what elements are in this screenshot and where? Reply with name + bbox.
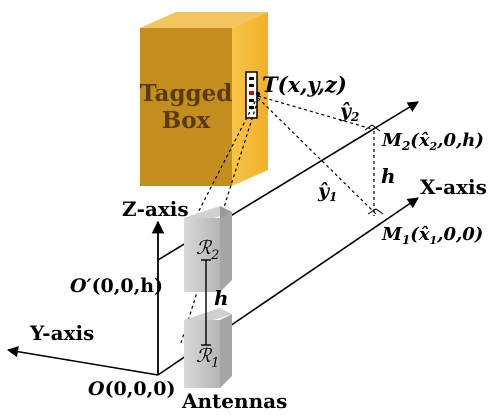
y1-hat-label: ŷ1 (317, 180, 337, 204)
right-angle-m1 (367, 208, 384, 215)
z-axis-label: Z-axis (122, 197, 189, 221)
antenna-r2 (184, 206, 232, 292)
y-axis-label: Y-axis (29, 321, 94, 345)
h-mid-label: h (214, 286, 229, 310)
box-label-line2: Box (162, 107, 211, 134)
box-label-line1: Tagged (140, 80, 233, 107)
right-angle-m2 (364, 124, 381, 132)
box-left-face (140, 28, 232, 186)
m2-label: M2(x̂2,0,h) (381, 130, 484, 153)
y2-hat-label: ŷ2 (339, 100, 359, 124)
tagged-box: Tagged Box (140, 12, 268, 186)
h-right-label: h (381, 164, 396, 188)
antenna-r1 (184, 308, 232, 388)
o-prime-label: O′(0,0,h) (70, 275, 163, 297)
antennas-label: Antennas (181, 389, 287, 413)
box-top-face (140, 12, 268, 28)
tag-point-label: T(x,y,z) (262, 72, 347, 97)
origin-label: O(0,0,0) (88, 378, 175, 400)
antenna-r2-label: ℛ2 (196, 237, 219, 263)
rfid-tag-icon (245, 71, 258, 119)
x-axis-label: X-axis (420, 175, 487, 199)
antenna-r1-label: ℛ1 (196, 345, 219, 371)
dashed-distance-lines (179, 95, 377, 347)
y-axis-line (6, 346, 159, 376)
tag-point-marker (255, 91, 261, 97)
m1-label: M1(x̂1,0,0) (381, 224, 483, 247)
